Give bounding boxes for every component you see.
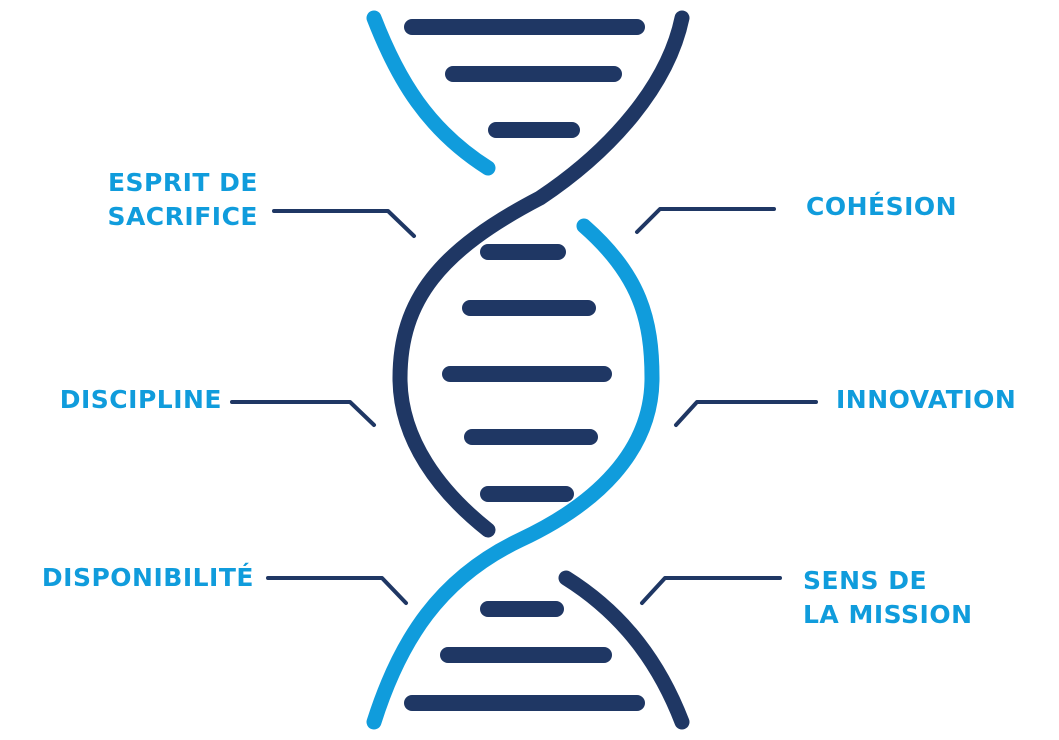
label-esprit-de-sacrifice-line1: ESPRIT DE <box>107 168 258 197</box>
connector-discipline <box>230 400 376 427</box>
label-disponibilite: DISPONIBILITÉ <box>42 561 254 595</box>
connector-innovation <box>674 400 818 427</box>
label-discipline-text: DISCIPLINE <box>59 385 222 414</box>
label-discipline: DISCIPLINE <box>60 383 222 417</box>
label-cohesion-text: COHÉSION <box>806 192 958 221</box>
label-innovation: INNOVATION <box>836 383 1016 417</box>
connector-esprit-de-sacrifice <box>272 209 416 238</box>
label-sens-de-la-mission-line2: LA MISSION <box>803 600 973 629</box>
label-esprit-de-sacrifice: ESPRIT DE SACRIFICE <box>107 166 258 234</box>
dark-strand-bottom <box>558 570 690 730</box>
label-connectors <box>230 207 818 605</box>
base-pair-rungs <box>404 19 645 711</box>
label-sens-de-la-mission: SENS DE LA MISSION <box>803 564 973 632</box>
dark-strand <box>392 10 690 538</box>
connector-disponibilite <box>266 576 408 605</box>
connector-sens-de-la-mission <box>640 576 782 605</box>
label-cohesion: COHÉSION <box>806 190 957 224</box>
label-esprit-de-sacrifice-line2: SACRIFICE <box>107 202 258 231</box>
light-strand <box>366 218 660 730</box>
label-disponibilite-text: DISPONIBILITÉ <box>41 563 254 592</box>
light-strand-top <box>366 10 496 176</box>
label-innovation-text: INNOVATION <box>836 385 1017 414</box>
connector-cohesion <box>635 207 776 234</box>
label-sens-de-la-mission-line1: SENS DE <box>803 566 928 595</box>
